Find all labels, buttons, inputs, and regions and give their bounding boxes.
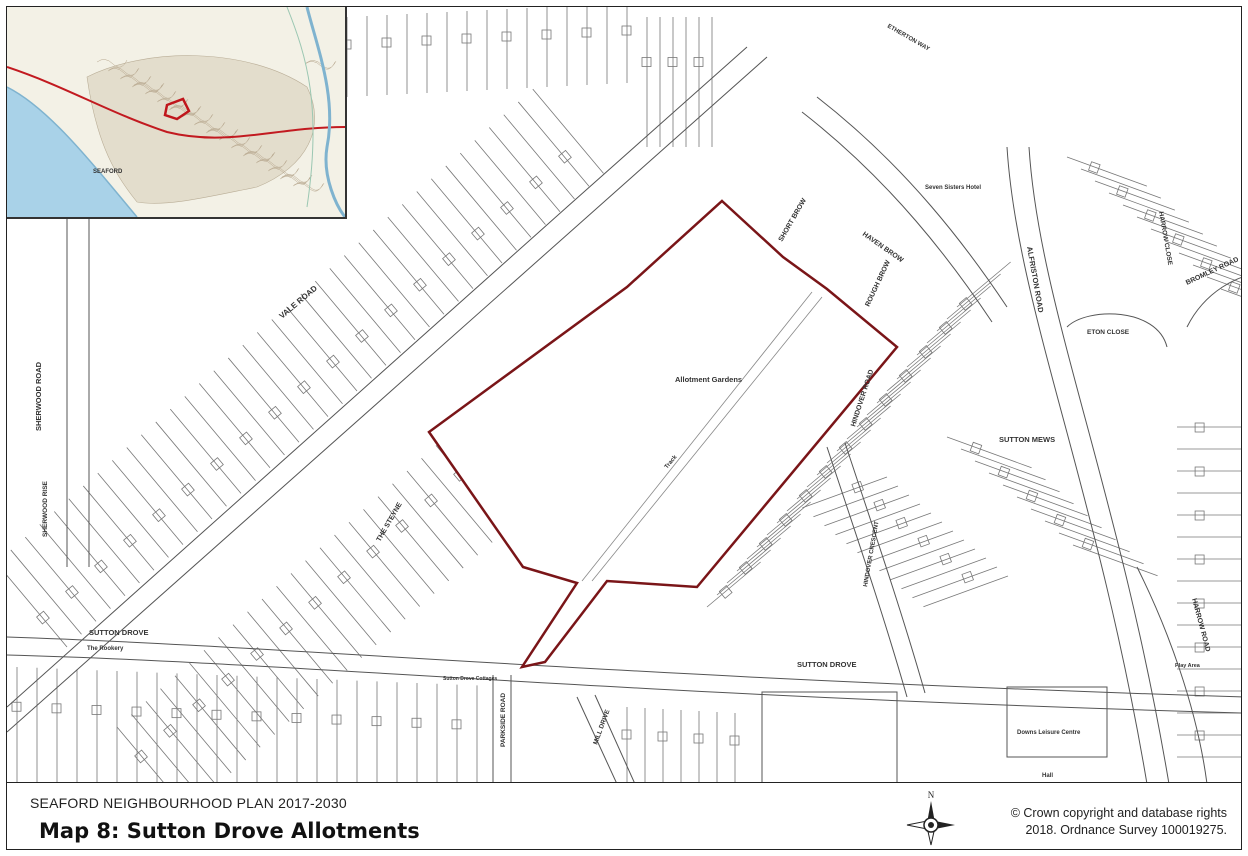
label-the-rookery: The Rookery [87,646,124,652]
label-allotment-gardens: Allotment Gardens [675,375,742,384]
label-rough-brow: ROUGH BROW [864,259,892,308]
track-path [591,296,823,582]
base-map[interactable]: Allotment Gardens Track VALE ROAD SHERWO… [7,7,1242,783]
property-parcels [7,7,1241,782]
label-sutton-mews: SUTTON MEWS [999,435,1055,444]
map-title: Map 8: Sutton Drove Allotments [39,819,420,843]
label-sherwood-rise: SHERWOOD RISE [42,480,49,537]
map-footer: SEAFORD NEIGHBOURHOOD PLAN 2017-2030 Map… [6,783,1242,850]
label-sutton-drove-cottages: Sutton Drove Cottages [443,676,497,682]
location-inset-map[interactable]: SEAFORD [7,7,347,219]
label-hall: Hall [1042,773,1053,779]
road-network [7,46,1241,782]
label-short-brow: SHORT BROW [778,197,809,243]
inset-town-label: SEAFORD [93,169,123,175]
plan-title: SEAFORD NEIGHBOURHOOD PLAN 2017-2030 [30,795,347,811]
inset-map-graphic: SEAFORD [7,7,345,217]
label-sherwood-road: SHERWOOD ROAD [34,361,43,431]
label-etherton-way: ETHERTON WAY [886,24,930,53]
label-sutton-drove-east: SUTTON DROVE [797,660,856,669]
copyright-line-2: 2018. Ordnance Survey 100019275. [1025,823,1227,837]
label-mill-drive: MILL DRIVE [592,708,611,746]
label-hindover-crescent: HINDOVER CRESCENT [863,521,880,588]
map-frame[interactable]: Allotment Gardens Track VALE ROAD SHERWO… [6,6,1242,783]
allotment-boundary[interactable] [427,199,899,669]
label-play-area: Play Area [1175,663,1201,669]
north-arrow-compass-icon: N [906,790,955,846]
label-harrow-close: HARROW CLOSE [1157,211,1173,266]
copyright-line-1: © Crown copyright and database rights [1010,806,1227,820]
copyright-notice: © Crown copyright and database rights 20… [1011,805,1227,839]
label-seven-sisters-hotel: Seven Sisters Hotel [925,185,981,191]
inset-site-marker [163,97,191,121]
label-sutton-drove-west: SUTTON DROVE [89,628,148,637]
north-label: N [928,790,935,800]
label-haven-brow: HAVEN BROW [861,231,905,265]
label-vale-road: VALE ROAD [278,284,320,321]
label-downs-leisure-centre: Downs Leisure Centre [1017,730,1081,736]
label-parkside-road: PARKSIDE ROAD [500,693,507,747]
label-eton-close: ETON CLOSE [1087,329,1130,336]
